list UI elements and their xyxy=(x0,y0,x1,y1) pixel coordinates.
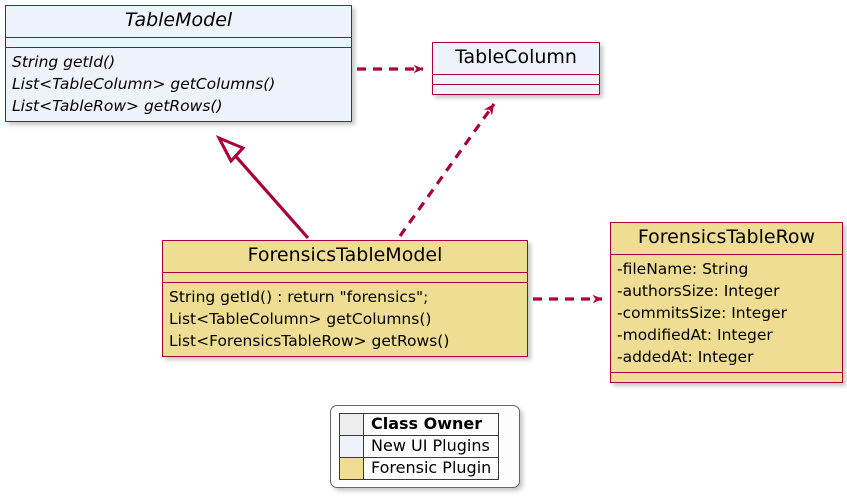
legend: Class Owner New UI Plugins Forensic Plug… xyxy=(330,405,520,488)
class-title-forensics-table-row: ForensicsTableRow xyxy=(637,226,816,248)
class-member: -modifiedAt: Integer xyxy=(617,325,773,344)
compartment-divider xyxy=(611,253,842,255)
class-member: String getId() xyxy=(12,52,116,71)
legend-table: Class Owner New UI Plugins Forensic Plug… xyxy=(339,413,500,480)
class-box-forensics-table-row[interactable]: ForensicsTableRow -fileName: String -aut… xyxy=(610,222,843,383)
attributes-compartment-table-column xyxy=(433,75,599,84)
class-member: List<TableColumn> getColumns() xyxy=(12,74,276,93)
methods-compartment-forensics-table-model: String getId() : return "forensics"; Lis… xyxy=(163,283,527,356)
legend-header-row: Class Owner xyxy=(339,413,500,436)
compartment-divider xyxy=(433,73,599,75)
class-title-forensics-table-model: ForensicsTableModel xyxy=(247,244,443,266)
compartment-divider xyxy=(611,371,842,373)
class-box-table-model[interactable]: TableModel String getId() List<TableColu… xyxy=(5,5,352,122)
attributes-compartment-forensics-table-row: -fileName: String -authorsSize: Integer … xyxy=(611,255,842,372)
legend-cell: Forensic Plugin xyxy=(362,457,500,480)
class-box-forensics-table-model[interactable]: ForensicsTableModel String getId() : ret… xyxy=(162,240,528,357)
attributes-compartment-table-model xyxy=(6,38,351,47)
compartment-divider xyxy=(163,271,527,273)
legend-header-swatch xyxy=(339,413,364,436)
compartment-divider xyxy=(433,83,599,85)
class-member: String getId() : return "forensics"; xyxy=(169,287,429,306)
legend-label-new-ui-plugins: New UI Plugins xyxy=(371,436,490,455)
methods-compartment-forensics-table-row xyxy=(611,373,842,382)
legend-cell: New UI Plugins xyxy=(362,435,500,458)
compartment-divider xyxy=(6,46,351,48)
class-member: List<TableRow> getRows() xyxy=(12,96,223,115)
legend-header-label: Class Owner xyxy=(371,414,483,433)
legend-swatch-new-ui-plugins xyxy=(339,435,364,458)
class-title-table-model: TableModel xyxy=(124,9,233,31)
class-member: List<ForensicsTableRow> getRows() xyxy=(169,331,450,350)
class-title-table-column: TableColumn xyxy=(455,46,577,68)
connector-forensicstablemodel-tablemodel xyxy=(215,135,310,240)
class-member: -fileName: String xyxy=(617,259,749,278)
class-member: -commitsSize: Integer xyxy=(617,303,787,322)
connector-forensicstablemodel-tablecolumn xyxy=(398,103,496,237)
class-member: -addedAt: Integer xyxy=(617,347,754,366)
class-member: -authorsSize: Integer xyxy=(617,281,780,300)
compartment-divider xyxy=(6,36,351,38)
attributes-compartment-forensics-table-model xyxy=(163,273,527,282)
class-box-table-column[interactable]: TableColumn xyxy=(432,42,600,95)
legend-header-cell: Class Owner xyxy=(362,413,500,436)
class-member: List<TableColumn> getColumns() xyxy=(169,309,432,328)
compartment-divider xyxy=(163,281,527,283)
methods-compartment-table-column xyxy=(433,85,599,94)
legend-swatch-forensic-plugin xyxy=(339,457,364,480)
methods-compartment-table-model: String getId() List<TableColumn> getColu… xyxy=(6,48,351,121)
legend-row: Forensic Plugin xyxy=(339,457,500,480)
legend-label-forensic-plugin: Forensic Plugin xyxy=(371,458,492,477)
legend-row: New UI Plugins xyxy=(339,435,500,458)
